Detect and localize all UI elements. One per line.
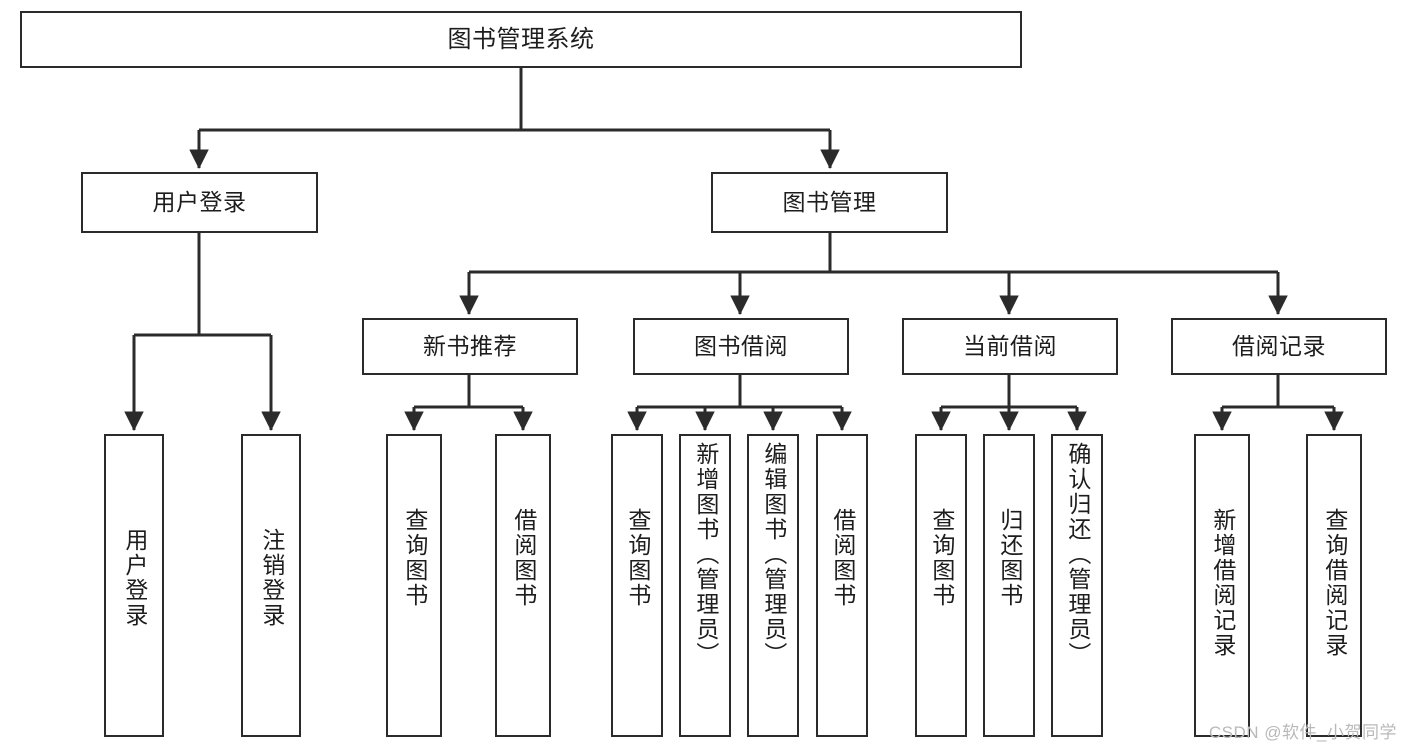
leaf-label-return-book: 归还图书 (996, 508, 1023, 608)
node-label-user-login: 用户登录 (152, 189, 247, 216)
leaf-query-book-1[interactable]: 查询图书 (386, 434, 442, 737)
node-label-book-borrow: 图书借阅 (694, 333, 788, 360)
node-root-system[interactable]: 图书管理系统 (20, 11, 1022, 68)
leaf-borrow-book-2[interactable]: 借阅图书 (816, 434, 868, 737)
leaf-query-book-3[interactable]: 查询图书 (915, 434, 967, 737)
leaf-add-book-admin[interactable]: 新增图书（管理员） (679, 434, 731, 737)
node-book-manage[interactable]: 图书管理 (711, 172, 948, 233)
node-label-root: 图书管理系统 (447, 25, 595, 53)
node-label-borrow-record: 借阅记录 (1232, 333, 1326, 360)
leaf-label-add-book-admin: 新增图书（管理员） (692, 442, 719, 667)
node-label-book-manage: 图书管理 (782, 189, 877, 216)
leaf-label-borrow-book-1: 借阅图书 (510, 508, 537, 608)
node-label-new-book-recommend: 新书推荐 (423, 333, 517, 360)
leaf-label-query-book-3: 查询图书 (928, 508, 955, 608)
leaf-user-login[interactable]: 用户登录 (104, 434, 164, 737)
leaf-label-logout: 注销登录 (258, 528, 285, 628)
leaf-label-confirm-return-admin: 确认归还（管理员） (1064, 442, 1091, 667)
leaf-label-query-book-2: 查询图书 (624, 508, 651, 608)
node-new-book-recommend[interactable]: 新书推荐 (362, 318, 578, 375)
leaf-label-query-book-1: 查询图书 (401, 508, 428, 608)
node-label-current-borrow: 当前借阅 (963, 333, 1057, 360)
leaf-add-borrow-record[interactable]: 新增借阅记录 (1194, 434, 1250, 737)
leaf-confirm-return-admin[interactable]: 确认归还（管理员） (1051, 434, 1103, 737)
leaf-logout[interactable]: 注销登录 (241, 434, 301, 737)
leaf-borrow-book-1[interactable]: 借阅图书 (495, 434, 551, 737)
node-user-login[interactable]: 用户登录 (81, 172, 318, 233)
leaf-return-book[interactable]: 归还图书 (983, 434, 1035, 737)
leaf-label-edit-book-admin: 编辑图书（管理员） (760, 442, 787, 667)
leaf-edit-book-admin[interactable]: 编辑图书（管理员） (747, 434, 799, 737)
node-current-borrow[interactable]: 当前借阅 (902, 318, 1118, 375)
node-borrow-record[interactable]: 借阅记录 (1171, 318, 1387, 375)
leaf-label-borrow-book-2: 借阅图书 (829, 508, 856, 608)
leaf-label-user-login: 用户登录 (121, 528, 148, 628)
leaf-query-book-2[interactable]: 查询图书 (611, 434, 663, 737)
leaf-label-query-borrow-record: 查询借阅记录 (1321, 508, 1348, 658)
node-book-borrow[interactable]: 图书借阅 (633, 318, 849, 375)
leaf-query-borrow-record[interactable]: 查询借阅记录 (1306, 434, 1362, 737)
csdn-watermark: CSDN @软件_小贺同学 (1208, 723, 1397, 742)
leaf-label-add-borrow-record: 新增借阅记录 (1209, 508, 1236, 658)
